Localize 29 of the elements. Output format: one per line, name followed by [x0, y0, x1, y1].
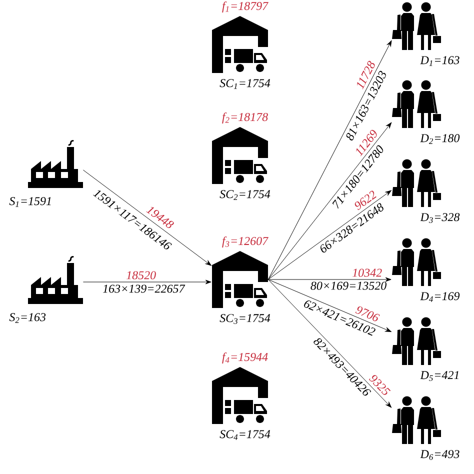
formula-label: 163×139=22657: [102, 284, 186, 293]
node-label: SC$_{2}$=1754: [220, 190, 270, 200]
node-label: SC$_{4}$=1754: [220, 430, 270, 440]
node-label: f$_{1}$=18797: [222, 2, 268, 12]
edge-label: 9325: [368, 375, 391, 395]
edge-label: 10342: [352, 268, 382, 277]
arrow: [82, 280, 212, 284]
node-label: SC$_{3}$=1754: [220, 314, 270, 324]
edge-label: 18520: [126, 271, 156, 280]
arrow: [82, 170, 212, 266]
arrow: [268, 190, 392, 280]
node-label: D$_{3}$=328: [420, 213, 460, 223]
node-label: f$_{4}$=15944: [222, 352, 268, 364]
node-label: f$_{2}$=18178: [222, 112, 268, 124]
node-label: S$_{1}$=1591: [9, 197, 51, 207]
node-label: f$_{3}$=12607: [222, 236, 268, 248]
arrow: [268, 40, 392, 280]
formula-label: 80×169=13520: [310, 282, 386, 290]
node-label: S$_{2}$=163: [9, 313, 46, 323]
arrow: [268, 279, 392, 332]
arrow: [268, 277, 392, 282]
node-label: D$_{6}$=493: [420, 450, 460, 460]
node-label: D$_{1}$=163: [420, 56, 460, 66]
arrow: [268, 122, 392, 280]
node-label: D$_{4}$=169: [420, 292, 460, 302]
node-label: D$_{5}$=421: [420, 371, 458, 381]
arrow: [268, 279, 392, 408]
node-label: D$_{2}$=180: [420, 134, 460, 144]
node-label: SC$_{1}$=1754: [220, 79, 270, 89]
